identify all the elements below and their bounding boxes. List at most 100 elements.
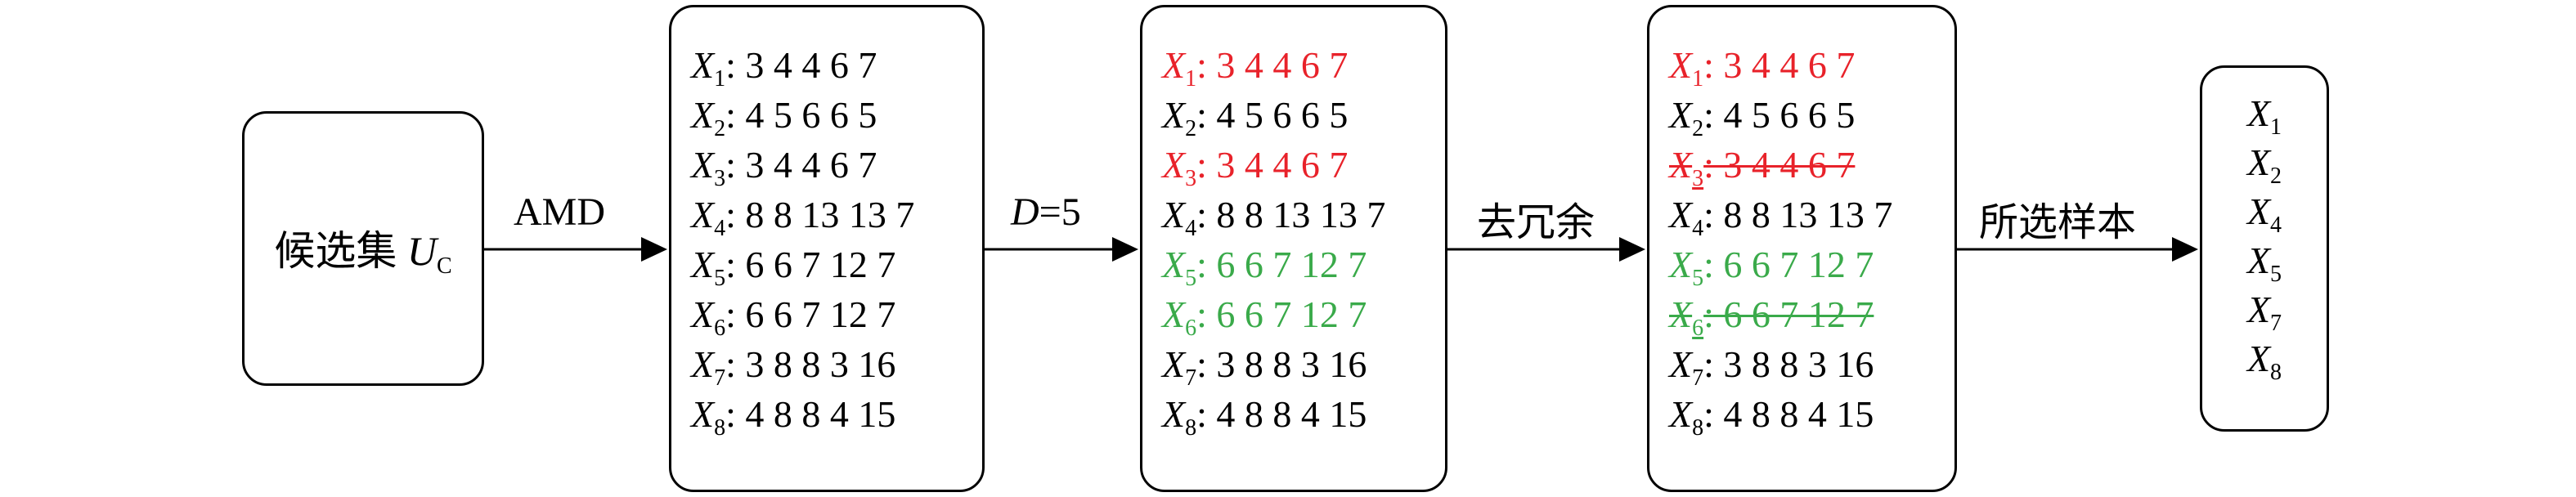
sample-var: X — [1669, 244, 1693, 285]
edge-label-d5-var: D — [1011, 190, 1039, 234]
sample-subscript: 5 — [714, 266, 726, 291]
sample-var: X — [2246, 240, 2271, 281]
sample-subscript: 6 — [1185, 316, 1197, 341]
sample-subscript: 2 — [1692, 116, 1704, 141]
sample-subscript: 4 — [1185, 216, 1197, 241]
stage2-row-3: X3: 3 4 4 6 7 — [1162, 140, 1385, 191]
sample-subscript: 8 — [714, 415, 726, 441]
sample-values: : 8 8 13 13 7 — [1196, 194, 1386, 235]
sample-subscript: 8 — [1185, 415, 1197, 441]
sample-var: X — [1162, 144, 1186, 186]
selected-row-7: X7 — [2202, 285, 2327, 336]
sample-subscript: 6 — [1692, 316, 1704, 341]
sample-var: X — [1162, 94, 1186, 136]
sample-values: : 4 5 6 6 5 — [1196, 94, 1349, 136]
stage3-row-4: X4: 8 8 13 13 7 — [1669, 190, 1893, 241]
stage1-row-5: X5: 6 6 7 12 7 — [691, 240, 914, 291]
sample-values: : 3 8 8 3 16 — [1703, 343, 1874, 385]
sample-subscript: 2 — [2270, 163, 2282, 189]
stage1-row-2: X2: 4 5 6 6 5 — [691, 90, 914, 141]
sample-var: X — [691, 393, 715, 435]
sample-values: : 6 6 7 12 7 — [725, 244, 896, 285]
sample-subscript: 4 — [1692, 216, 1704, 241]
sample-values: : 6 6 7 12 7 — [1703, 244, 1874, 285]
candidate-set-prefix: 候选集 — [274, 228, 407, 274]
sample-values: : 3 4 4 6 7 — [1196, 144, 1349, 186]
sample-var: X — [1669, 293, 1693, 335]
arrowhead-selected — [2172, 237, 2198, 262]
sample-var: X — [691, 293, 715, 335]
sample-values: : 4 8 8 4 15 — [1703, 393, 1874, 435]
sample-var: X — [1162, 244, 1186, 285]
sample-values: : 3 4 4 6 7 — [1196, 44, 1349, 86]
sample-var: X — [2246, 190, 2271, 232]
sample-var: X — [691, 94, 715, 136]
sample-subscript: 1 — [714, 66, 726, 92]
sample-subscript: 1 — [1185, 66, 1197, 92]
sample-values: : 4 8 8 4 15 — [1196, 393, 1367, 435]
sample-var: X — [691, 244, 715, 285]
sample-subscript: 5 — [2270, 262, 2282, 287]
stage3-row-6: X6: 6 6 7 12 7 — [1669, 289, 1892, 341]
stage3-row-5: X5: 6 6 7 12 7 — [1669, 240, 1892, 291]
sample-values: : 6 6 7 12 7 — [1703, 293, 1874, 335]
edge-label-d5-rest: =5 — [1039, 190, 1081, 234]
sample-var: X — [1162, 343, 1186, 385]
sample-subscript: 7 — [714, 365, 726, 391]
selected-row-4: X4 — [2202, 187, 2327, 238]
sample-var: X — [1669, 393, 1693, 435]
sample-var: X — [1669, 144, 1693, 186]
edge-label-d5: D=5 — [1011, 190, 1081, 235]
sample-subscript: 3 — [1185, 166, 1197, 191]
sample-var: X — [1669, 94, 1693, 136]
sample-var: X — [1669, 194, 1693, 235]
candidate-set-box: 候选集 UC — [242, 111, 484, 386]
sample-subscript: 6 — [714, 316, 726, 341]
sample-values: : 3 4 4 6 7 — [1703, 144, 1856, 186]
stage1-row-3: X3: 3 4 4 6 7 — [691, 140, 914, 191]
sample-subscript: 3 — [714, 166, 726, 191]
sample-var: X — [2246, 338, 2271, 379]
sample-subscript: 4 — [2270, 213, 2282, 238]
edge-label-amd: AMD — [514, 190, 606, 234]
sample-subscript: 8 — [2270, 360, 2282, 385]
stage3-row-7: X7: 3 8 8 3 16 — [1669, 339, 1892, 391]
sample-var: X — [1669, 343, 1693, 385]
arrowhead-dedup — [1619, 237, 1645, 262]
sample-values: : 4 5 6 6 5 — [725, 94, 877, 136]
edge-label-selected: 所选样本 — [1979, 201, 2137, 244]
stage2-row-7: X7: 3 8 8 3 16 — [1162, 339, 1385, 391]
sample-subscript: 2 — [1185, 116, 1197, 141]
sample-values: : 3 8 8 3 16 — [1196, 343, 1367, 385]
sample-subscript: 5 — [1185, 266, 1197, 291]
stage1-row-4: X4: 8 8 13 13 7 — [691, 190, 914, 241]
sample-values: : 6 6 7 12 7 — [1196, 293, 1367, 335]
sample-var: X — [691, 144, 715, 186]
candidate-set-label: 候选集 UC — [245, 218, 482, 280]
sample-var: X — [1162, 393, 1186, 435]
sample-values: : 6 6 7 12 7 — [1196, 244, 1367, 285]
sample-subscript: 7 — [2270, 311, 2282, 336]
sample-subscript: 5 — [1692, 266, 1704, 291]
edge-label-dedup: 去冗余 — [1477, 201, 1595, 244]
sample-subscript: 1 — [1692, 66, 1704, 92]
sample-values: : 8 8 13 13 7 — [1703, 194, 1893, 235]
selected-row-1: X1 — [2202, 89, 2327, 140]
stage1-row-1: X1: 3 4 4 6 7 — [691, 40, 914, 92]
candidate-set-subscript: C — [436, 253, 452, 279]
sample-values: : 4 5 6 6 5 — [1703, 94, 1856, 136]
sample-subscript: 8 — [1692, 415, 1704, 441]
sample-var: X — [691, 343, 715, 385]
sample-var: X — [2246, 289, 2271, 330]
stage1-row-7: X7: 3 8 8 3 16 — [691, 339, 914, 391]
sample-var: X — [2246, 141, 2271, 183]
sample-values: : 3 4 4 6 7 — [725, 44, 877, 86]
sample-subscript: 4 — [714, 216, 726, 241]
stage1-row-6: X6: 6 6 7 12 7 — [691, 289, 914, 341]
sample-subscript: 7 — [1692, 365, 1704, 391]
